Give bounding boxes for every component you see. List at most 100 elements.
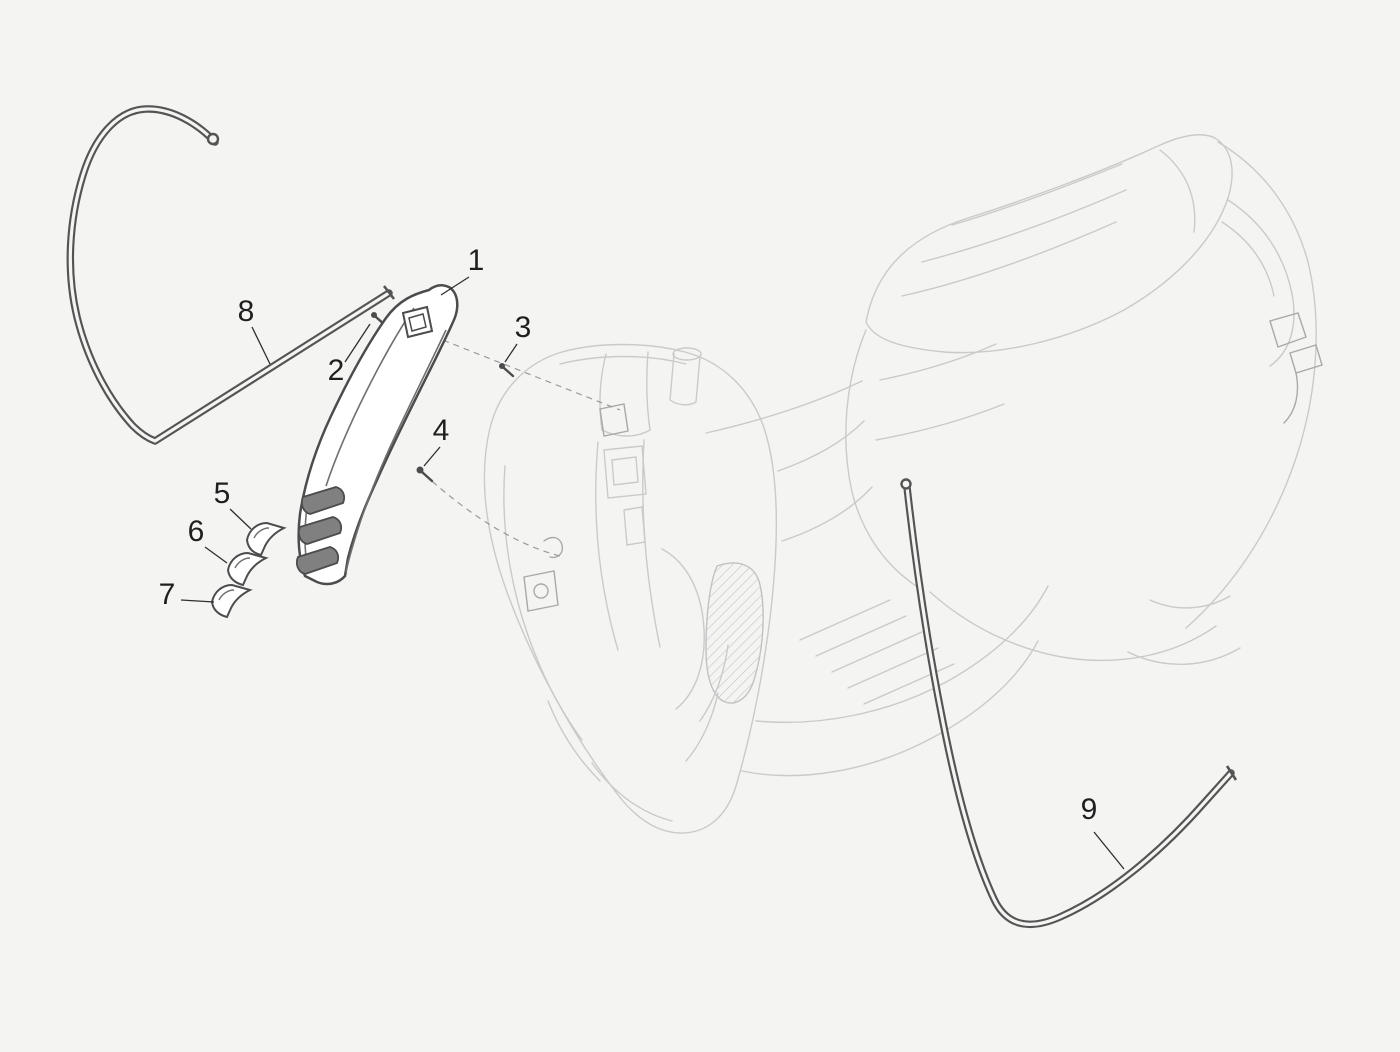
callout-8-label: 8 xyxy=(238,295,255,328)
steering-column xyxy=(599,353,607,431)
grab-rail xyxy=(1227,199,1295,367)
ghost-line xyxy=(875,403,1005,441)
dashed-line xyxy=(391,319,621,411)
console-panel xyxy=(603,445,647,499)
leader-line-1 xyxy=(440,276,470,296)
beading-end-cap xyxy=(900,478,912,490)
beading-end-cap xyxy=(1225,765,1238,781)
seat-seam xyxy=(951,163,1123,226)
ghost-line xyxy=(601,429,651,437)
glovebox-arc xyxy=(661,548,705,710)
leader-line-9 xyxy=(1093,831,1125,870)
bag-hook xyxy=(543,536,564,559)
trim-mount-hole-inner xyxy=(408,313,427,332)
tail-outline xyxy=(1185,141,1317,629)
trim-louver xyxy=(295,546,340,575)
trim-ridge xyxy=(325,307,415,487)
seat-outline xyxy=(865,134,1233,354)
clip-fold-line xyxy=(218,589,235,601)
callout-1-label: 1 xyxy=(468,244,485,277)
floor-rib xyxy=(863,663,955,705)
floor-rib xyxy=(831,631,923,673)
badge-slot xyxy=(623,506,646,546)
ghost-line xyxy=(705,380,863,434)
ghost-line xyxy=(595,441,619,651)
wheel-arc xyxy=(1149,595,1231,609)
ghost-line xyxy=(645,351,651,431)
floorboard-edge xyxy=(741,640,1039,777)
clip-fold-line xyxy=(253,527,270,539)
trim-louver xyxy=(297,516,343,545)
construction-lines xyxy=(391,319,621,557)
clip-fold-line xyxy=(234,557,251,569)
beading-core xyxy=(68,107,391,443)
leader-line-5 xyxy=(229,508,252,530)
ghost-line xyxy=(879,343,997,381)
ignition-cylinder xyxy=(669,353,701,406)
beading-core xyxy=(905,485,1233,926)
screw-shaft xyxy=(420,470,434,483)
ghost-line xyxy=(642,439,661,648)
callout-leaders xyxy=(180,276,1125,870)
ghost-line xyxy=(672,347,702,361)
ghost-line xyxy=(503,465,583,741)
ghost-line xyxy=(685,692,719,762)
screw-shaft xyxy=(502,366,515,378)
dashed-line xyxy=(423,473,561,557)
ghost-line xyxy=(611,456,639,486)
beading-outline xyxy=(66,105,393,445)
trim-body xyxy=(297,284,459,586)
leader-line-4 xyxy=(423,446,441,467)
floor-rib xyxy=(799,599,891,641)
leader-line-7 xyxy=(180,599,215,603)
part-clip-middle xyxy=(226,551,269,587)
part-shield-edge-beading xyxy=(66,105,396,445)
beading-end-cap xyxy=(206,132,220,146)
callout-4-label: 4 xyxy=(433,414,450,447)
scooter-ghost-outline xyxy=(483,134,1323,834)
ghost-line xyxy=(1221,221,1275,297)
clip-body xyxy=(226,551,269,587)
leader-line-8 xyxy=(251,326,271,365)
wheel-arch xyxy=(929,591,1217,662)
leader-line-3 xyxy=(504,343,518,363)
ghost-line xyxy=(591,762,673,822)
trim-mount-hole xyxy=(401,305,434,339)
beading-end-cap xyxy=(382,285,396,300)
ghost-line xyxy=(559,355,687,365)
floorboard-edge xyxy=(755,585,1049,724)
beading-outline xyxy=(903,483,1235,928)
callout-labels: 1 2 3 4 5 6 7 8 9 xyxy=(159,244,1098,826)
part-clip-lower xyxy=(210,583,253,619)
clip-body xyxy=(210,583,253,619)
fuel-filler xyxy=(523,570,559,612)
callout-6-label: 6 xyxy=(188,515,205,548)
seat-seam xyxy=(921,189,1127,263)
ghost-line xyxy=(777,420,865,472)
leader-line-2 xyxy=(344,323,371,363)
seat-seam xyxy=(901,221,1117,297)
rear-light xyxy=(1269,312,1307,348)
ghost-line xyxy=(699,644,729,722)
floor-rib xyxy=(815,615,907,657)
callout-3-label: 3 xyxy=(515,311,532,344)
trim-ridge xyxy=(345,329,447,573)
rear-light xyxy=(1289,344,1323,374)
callout-2-label: 2 xyxy=(328,354,345,387)
part-lower-screw xyxy=(416,466,434,483)
part-clip-upper xyxy=(245,521,287,557)
callout-5-label: 5 xyxy=(214,477,231,510)
fuel-cap xyxy=(533,583,549,599)
horn-grille xyxy=(705,562,764,704)
rear-body-edge xyxy=(845,329,917,587)
part-side-screw xyxy=(499,363,515,378)
shield-outline xyxy=(483,343,777,834)
steering-lock xyxy=(599,403,629,437)
trim-louver xyxy=(300,486,346,515)
wheel-arc xyxy=(1127,647,1241,665)
ghost-line xyxy=(781,486,873,542)
leader-line-6 xyxy=(204,546,228,564)
callout-7-label: 7 xyxy=(159,578,176,611)
